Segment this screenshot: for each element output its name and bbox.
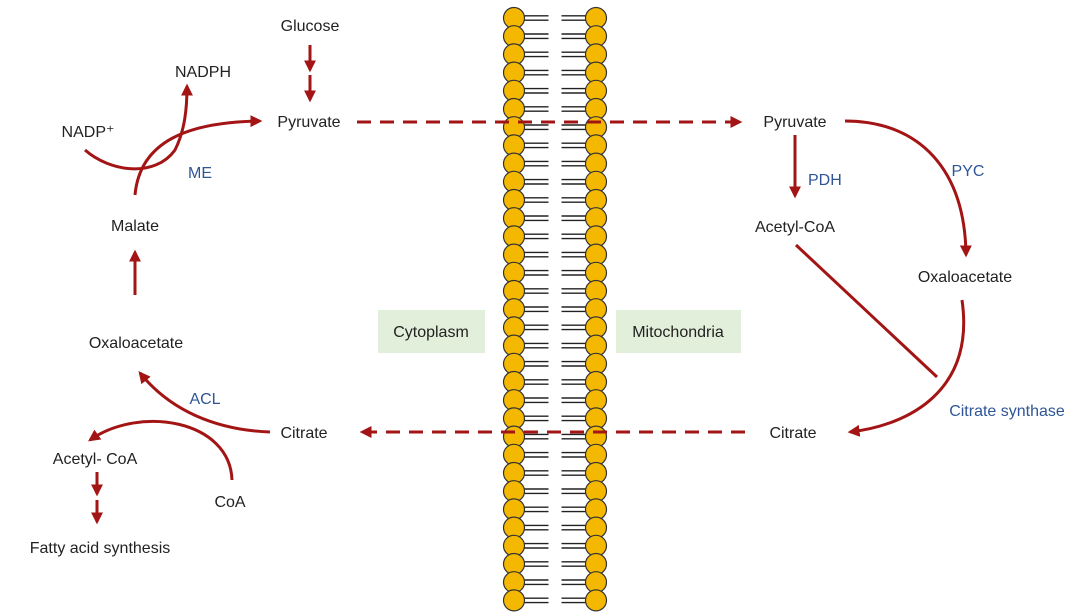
malate-to-pyruvate-arrow: [135, 121, 260, 195]
cytoplasm-label: Cytoplasm: [393, 324, 469, 341]
citrate-synthase-enzyme-label: Citrate synthase: [949, 403, 1065, 420]
pyruvate-cyto-label: Pyruvate: [277, 114, 340, 131]
citrate-mito-label: Citrate: [769, 425, 816, 442]
pyruvate-mito-label: Pyruvate: [763, 114, 826, 131]
pyc-enzyme-label: PYC: [952, 163, 985, 180]
oxaloacetate-cyto-label: Oxaloacetate: [89, 335, 183, 352]
pdh-enzyme-label: PDH: [808, 172, 842, 189]
citrate-cyto-label: Citrate: [280, 425, 327, 442]
malate-label: Malate: [111, 218, 159, 235]
mitochondria-label: Mitochondria: [632, 324, 724, 341]
coa-label: CoA: [214, 494, 245, 511]
acetylcoa-to-citrate-line: [796, 245, 937, 377]
lipid-head: [586, 590, 607, 611]
oxaloacetate-mito-label: Oxaloacetate: [918, 269, 1012, 286]
me-enzyme-label: ME: [188, 165, 212, 182]
nadph-label: NADPH: [175, 64, 231, 81]
fatty-acid-label: Fatty acid synthesis: [30, 540, 171, 557]
acl-enzyme-label: ACL: [189, 391, 220, 408]
lipid-head: [504, 590, 525, 611]
oaa-to-citrate-arrow: [850, 300, 964, 432]
acetyl-coa-cyto-label: Acetyl- CoA: [53, 451, 138, 468]
nadp-label: NADP⁺: [62, 124, 115, 141]
acetyl-coa-mito-label: Acetyl-CoA: [755, 219, 835, 236]
pyruvate-to-oaa-arrow: [845, 121, 966, 255]
lipid-bilayer-membrane: [504, 8, 607, 611]
glucose-label: Glucose: [281, 18, 340, 35]
